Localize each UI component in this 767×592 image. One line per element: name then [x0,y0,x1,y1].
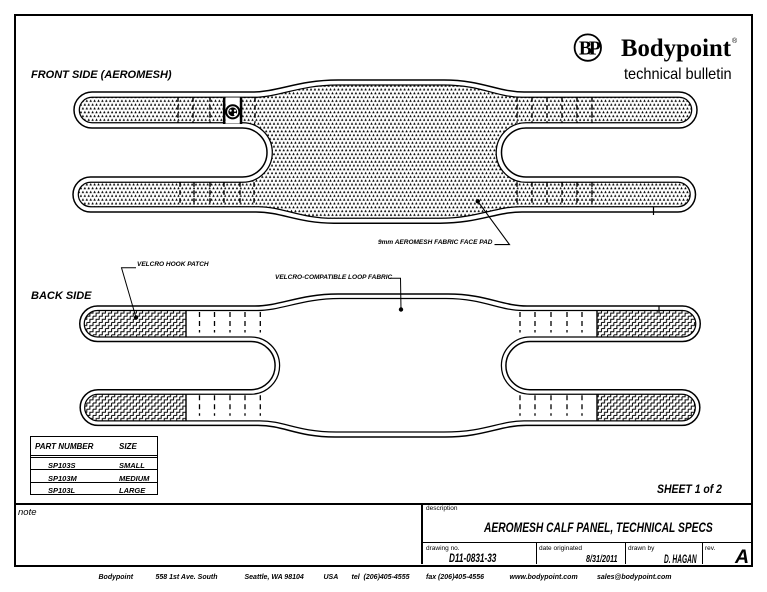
svg-text:BP: BP [579,38,601,59]
